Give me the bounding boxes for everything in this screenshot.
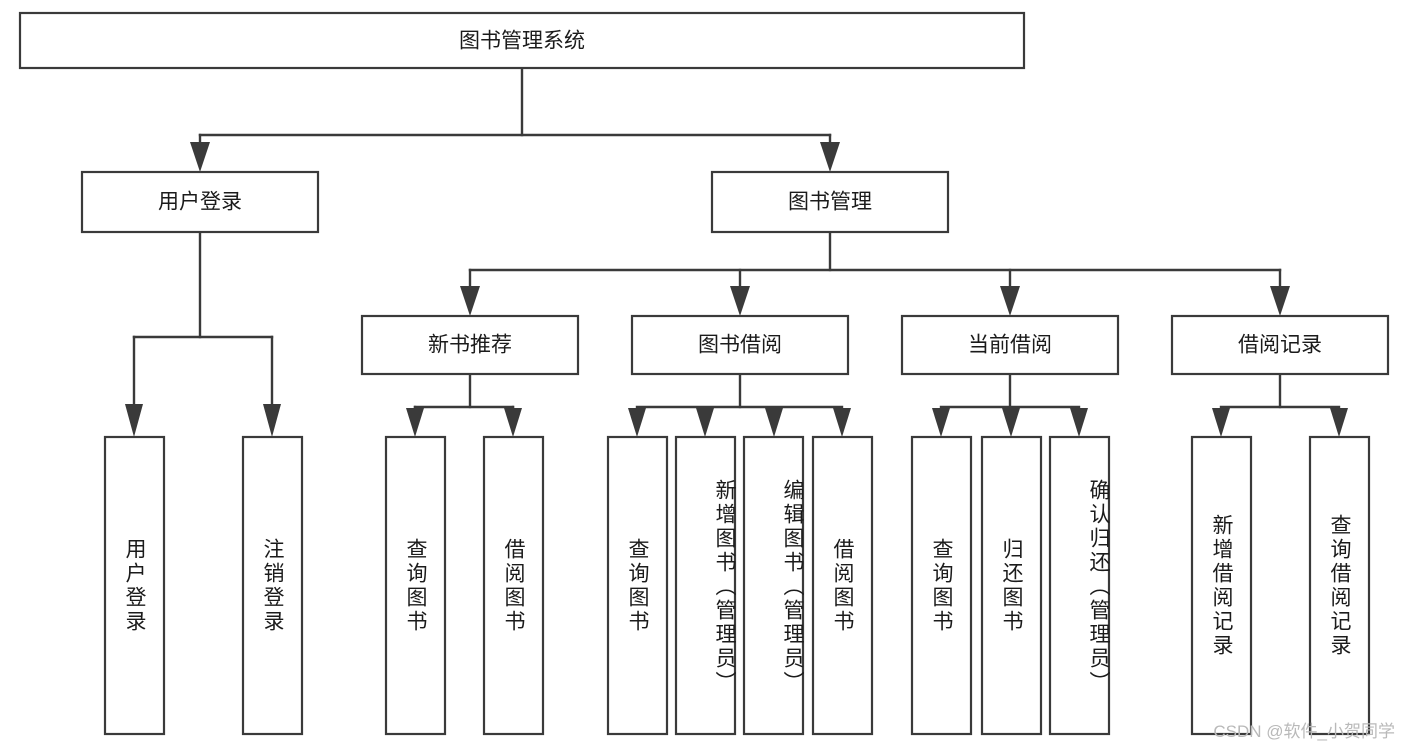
leaf-box-return-book[interactable] — [980, 435, 1043, 736]
leaf-box-borrow-book-nbr[interactable] — [482, 435, 545, 736]
leaf-box-query-borrow-record[interactable] — [1308, 435, 1371, 736]
connector-group-book-borrow — [628, 372, 851, 437]
connector-group-borrow-record — [1212, 372, 1348, 437]
leaf-box-query-book-nbr[interactable] — [384, 435, 447, 736]
arrowhead-current-borrow — [1000, 286, 1020, 316]
csdn-watermark: CSDN @软件_小贺同学 — [1213, 722, 1395, 741]
arrowhead-cb-leaf-3 — [1070, 408, 1088, 437]
node-borrow-record-label: 借阅记录 — [1238, 334, 1322, 357]
node-book-manage-box[interactable] — [710, 170, 950, 234]
arrowhead-br-leaf-1 — [1212, 408, 1230, 437]
arrowhead-leaf-user-login — [125, 404, 143, 437]
arrowhead-book-manage — [820, 142, 840, 172]
node-book-borrow-label: 图书借阅 — [698, 334, 782, 357]
connector-group-book-manage — [460, 230, 1290, 316]
arrowhead-leaf-logout — [263, 404, 281, 437]
leaf-box-borrow-book-bb[interactable] — [811, 435, 874, 736]
node-borrow-record-box[interactable] — [1170, 314, 1390, 376]
leaf-box-query-book-bb[interactable] — [606, 435, 669, 736]
arrowhead-cb-leaf-2 — [1002, 408, 1020, 437]
arrowhead-borrow-record — [1270, 286, 1290, 316]
leaf-box-add-borrow-record[interactable] — [1190, 435, 1253, 736]
node-new-book-rec-label: 新书推荐 — [428, 334, 512, 357]
leaf-box-user-login[interactable] — [103, 435, 166, 736]
connector-group-root — [190, 66, 840, 172]
leaf-box-confirm-return-admin[interactable] — [1048, 435, 1111, 736]
arrowhead-bb-leaf-1 — [628, 408, 646, 437]
connector-group-new-book-rec — [406, 372, 522, 437]
node-book-borrow-box[interactable] — [630, 314, 850, 376]
node-new-book-rec-box[interactable] — [360, 314, 580, 376]
arrowhead-br-leaf-2 — [1330, 408, 1348, 437]
arrowhead-book-borrow — [730, 286, 750, 316]
node-root-box[interactable] — [18, 11, 1026, 70]
leaf-box-query-book-cb[interactable] — [910, 435, 973, 736]
arrowhead-user-login — [190, 142, 210, 172]
connector-group-current-borrow — [932, 372, 1088, 437]
arrowhead-new-book-rec — [460, 286, 480, 316]
arrowhead-bb-leaf-3 — [765, 408, 783, 437]
node-book-manage-label: 图书管理 — [788, 191, 872, 214]
arrowhead-nbr-leaf-1 — [406, 408, 424, 437]
arrowhead-cb-leaf-1 — [932, 408, 950, 437]
node-user-login-box[interactable] — [80, 170, 320, 234]
node-root-label: 图书管理系统 — [459, 30, 585, 53]
leaf-box-edit-book-admin[interactable] — [742, 435, 805, 736]
node-current-borrow-box[interactable] — [900, 314, 1120, 376]
leaf-box-logout[interactable] — [241, 435, 304, 736]
arrowhead-nbr-leaf-2 — [504, 408, 522, 437]
leaf-box-add-book-admin[interactable] — [674, 435, 737, 736]
arrowhead-bb-leaf-2 — [696, 408, 714, 437]
connector-group-user-login — [125, 230, 281, 437]
node-current-borrow-label: 当前借阅 — [968, 334, 1052, 357]
node-user-login-label: 用户登录 — [158, 191, 242, 214]
arrowhead-bb-leaf-4 — [833, 408, 851, 437]
